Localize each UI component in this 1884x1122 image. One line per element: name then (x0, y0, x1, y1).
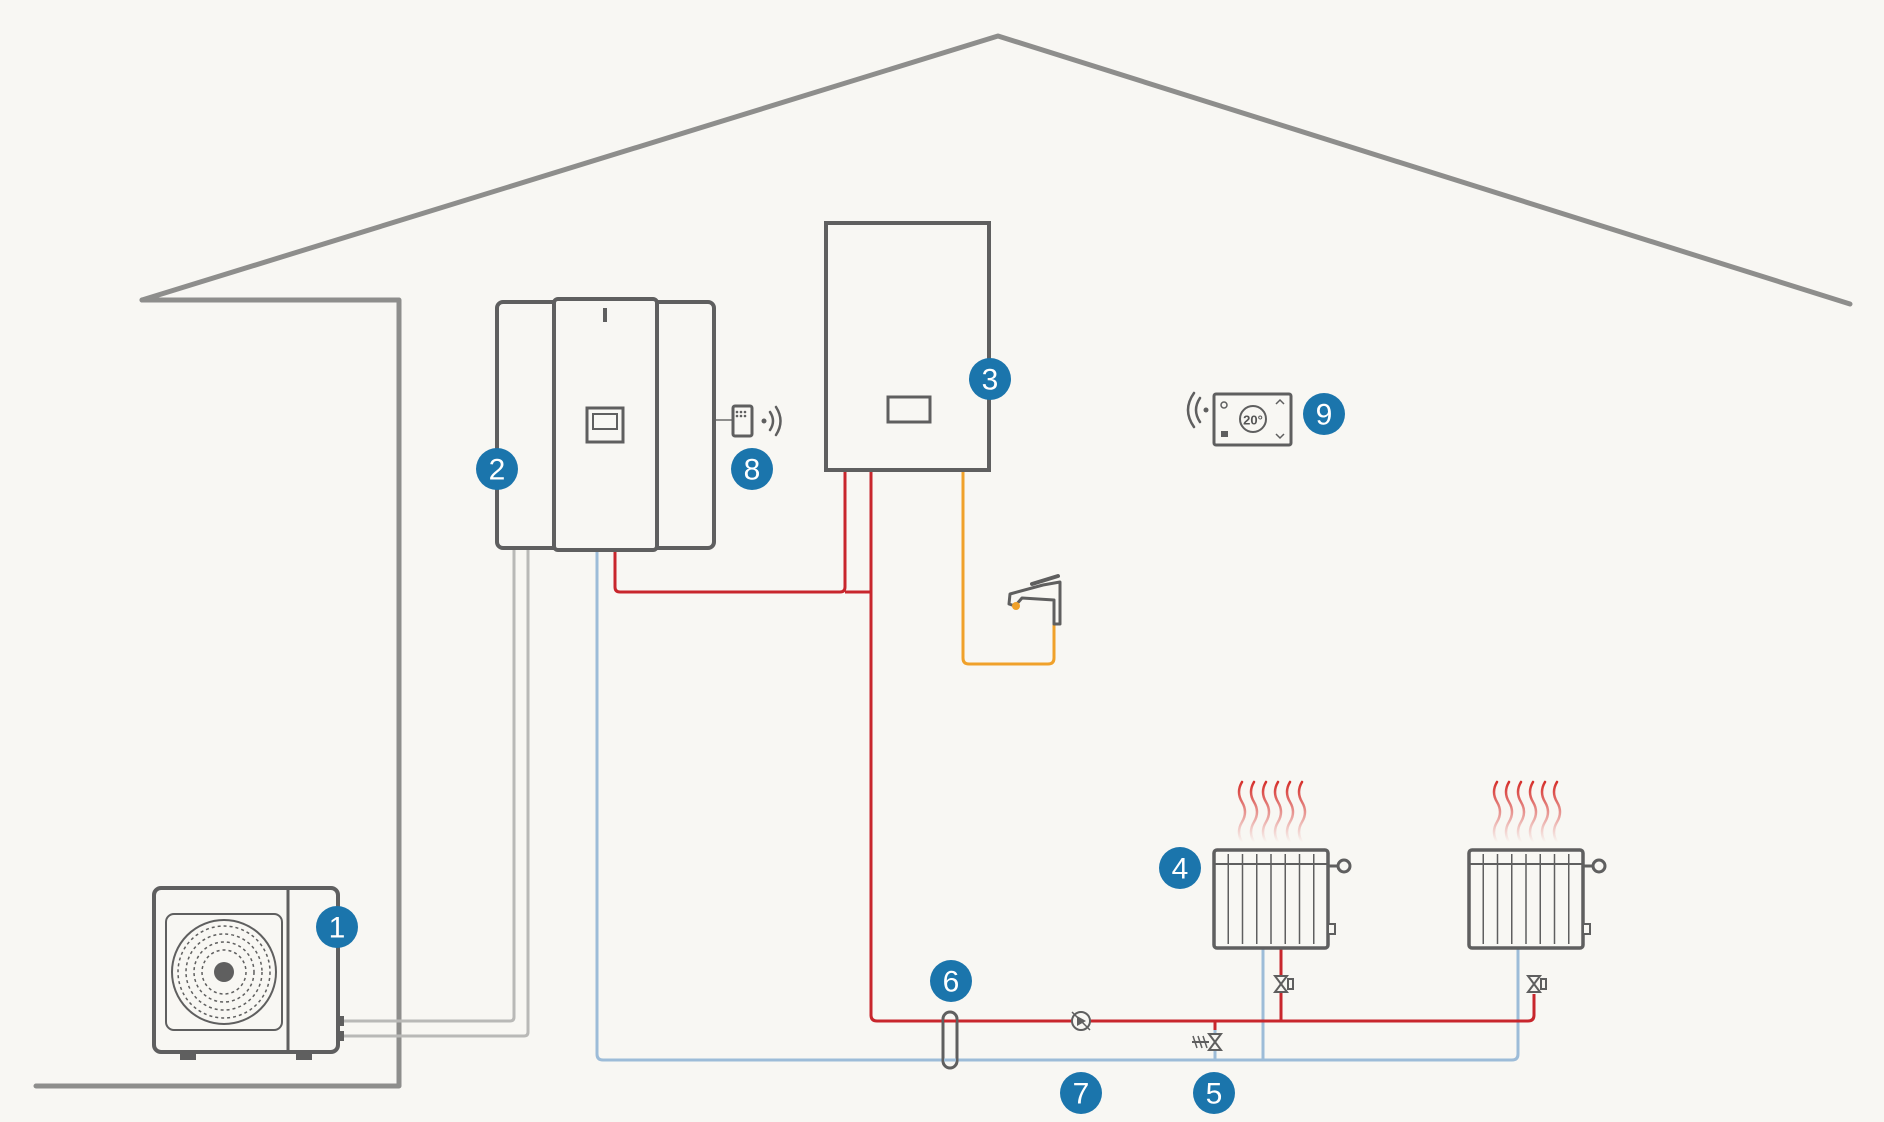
thermostat-display: 20° (1243, 413, 1263, 428)
number-badge-label: 7 (1073, 1078, 1090, 1111)
radiator-icon (1212, 848, 1352, 950)
number-badges: 1 2 3 4 5 6 7 8 9 (316, 358, 1345, 1114)
number-badge-label: 1 (329, 912, 346, 945)
number-badge-3: 3 (969, 358, 1011, 400)
radiator-valve-icon (1273, 975, 1294, 993)
faucet-icon (1007, 574, 1062, 626)
wireless-controller-icon (716, 404, 782, 438)
number-badge-label: 5 (1206, 1078, 1223, 1111)
number-badge-2: 2 (476, 448, 518, 490)
number-badge-1: 1 (316, 906, 358, 948)
boiler-icon (824, 221, 991, 472)
number-badge-5: 5 (1193, 1072, 1235, 1114)
number-badge-6: 6 (930, 960, 972, 1002)
hot-water-pipe (961, 470, 1056, 666)
circulator-pump-icon (1071, 1011, 1091, 1031)
heat-pump-outdoor-unit-icon (152, 886, 344, 1060)
number-badge-label: 8 (744, 454, 761, 487)
number-badge-9: 9 (1303, 393, 1345, 435)
number-badge-label: 6 (943, 966, 960, 999)
number-badge-label: 2 (489, 454, 506, 487)
heat-waves-icon (1237, 780, 1307, 844)
number-badge-label: 9 (1316, 399, 1333, 432)
flow-pipe (613, 470, 1536, 1030)
number-badge-label: 4 (1172, 853, 1189, 886)
hydraulic-separator-icon (941, 1010, 959, 1070)
return-pipe (595, 550, 1520, 1062)
house-outline (33, 33, 1853, 1089)
room-thermostat-icon: 20° (1186, 391, 1293, 447)
number-badge-label: 3 (982, 364, 999, 397)
refrigerant-lines (342, 548, 530, 1038)
indoor-unit-icon (495, 297, 716, 552)
number-badge-8: 8 (731, 448, 773, 490)
radiators (1212, 780, 1607, 950)
radiator-valve-icon (1526, 975, 1547, 993)
number-badge-4: 4 (1159, 847, 1201, 889)
heat-waves-icon (1492, 780, 1562, 844)
filling-valve-icon (1192, 1033, 1223, 1051)
number-badge-7: 7 (1060, 1072, 1102, 1114)
radiator-icon (1467, 848, 1607, 950)
